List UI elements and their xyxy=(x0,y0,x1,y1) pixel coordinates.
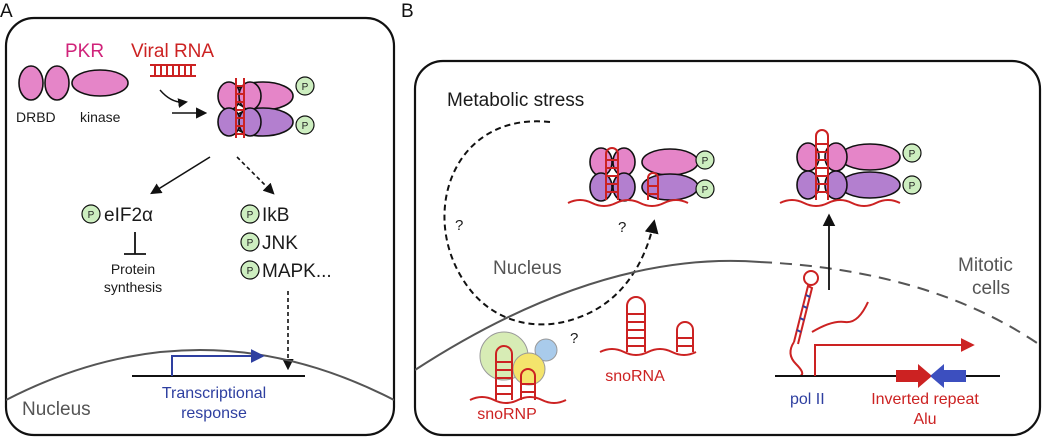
phospho-icon: P xyxy=(695,150,715,170)
svg-text:P: P xyxy=(702,156,709,167)
viral-rna-duplex-icon xyxy=(150,64,196,77)
svg-text:P: P xyxy=(302,121,309,132)
svg-text:P: P xyxy=(247,210,254,221)
transcription-start-arrow xyxy=(171,349,265,376)
snornp-icon xyxy=(469,331,567,404)
stress-cycle-arrow xyxy=(443,120,659,326)
question-mark-1: ? xyxy=(455,217,463,234)
alu-label: Alu xyxy=(913,411,936,428)
protein-synthesis-line2: synthesis xyxy=(104,279,162,295)
svg-text:P: P xyxy=(302,82,309,93)
snorna-icon xyxy=(599,296,697,356)
signaling-arrow xyxy=(236,156,275,195)
phospho-icon: P xyxy=(240,232,260,252)
alu-forward-repeat-icon xyxy=(896,364,932,388)
phospho-icon: P xyxy=(240,204,260,224)
rna-binding-arrow xyxy=(159,89,188,108)
nucleus-envelope-b-dashed xyxy=(759,261,1040,346)
svg-text:P: P xyxy=(702,185,709,196)
panel-a-frame xyxy=(4,16,396,437)
pkr-label: PKR xyxy=(65,41,104,62)
question-mark-3: ? xyxy=(570,330,578,347)
transcriptional-label-line1: Transcriptional xyxy=(162,385,266,402)
alu-hairpin-icon xyxy=(779,129,901,207)
mitotic-label-line1: Mitotic xyxy=(958,255,1013,276)
phospho-icon: P xyxy=(295,76,315,96)
pkr-dimer-active xyxy=(217,81,294,137)
phospho-icon: P xyxy=(240,260,260,280)
transcriptional-label-line2: response xyxy=(181,405,247,422)
pol2-label: pol II xyxy=(790,391,825,408)
jnk-label: JNK xyxy=(262,233,298,254)
snorna-hairpin-icon xyxy=(567,147,689,207)
kinase-label: kinase xyxy=(80,109,121,125)
viral-rna-label: Viral RNA xyxy=(131,41,214,62)
panel-b-frame xyxy=(413,59,1042,437)
nucleus-envelope-a xyxy=(6,349,394,401)
panel-b-letter: B xyxy=(401,1,414,22)
phospho-icon: P xyxy=(695,179,715,199)
phospho-icon: P xyxy=(81,204,101,224)
mitotic-label-line2: cells xyxy=(972,278,1010,299)
phospho-icon: P xyxy=(902,175,922,195)
svg-text:P: P xyxy=(247,266,254,277)
eif2a-label: eIF2α xyxy=(104,205,153,226)
svg-text:P: P xyxy=(909,181,916,192)
protein-synthesis-line1: Protein xyxy=(111,261,155,277)
panel-a-letter: A xyxy=(0,1,13,22)
dimer-bound-rna-icon xyxy=(235,78,245,138)
svg-text:P: P xyxy=(909,149,916,160)
alu-inverted-repeat-icon xyxy=(930,364,966,388)
svg-text:P: P xyxy=(247,238,254,249)
pkr-monomer-inactive xyxy=(18,65,129,101)
eif2a-arrow xyxy=(150,156,211,195)
nucleus-label-b: Nucleus xyxy=(493,258,562,279)
nucleus-envelope-b xyxy=(415,259,761,371)
inverted-repeat-label: Inverted repeat xyxy=(871,391,979,408)
metabolic-stress-label: Metabolic stress xyxy=(447,90,584,111)
nascent-alu-hairpin-icon xyxy=(789,270,869,377)
nucleus-label-a: Nucleus xyxy=(22,399,91,420)
phospho-icon: P xyxy=(295,115,315,135)
snornp-label: snoRNP xyxy=(477,406,537,423)
svg-text:P: P xyxy=(88,210,95,221)
ikb-label: IkB xyxy=(262,205,289,226)
pkr-dimer-alu xyxy=(796,142,901,200)
drbd-label: DRBD xyxy=(16,109,56,125)
phospho-icon: P xyxy=(902,143,922,163)
alu-transcription-arrow xyxy=(814,338,975,376)
mapk-label: MAPK... xyxy=(262,261,332,282)
question-mark-2: ? xyxy=(618,219,626,236)
inhibition-icon xyxy=(124,232,146,255)
snorna-label: snoRNA xyxy=(605,368,665,385)
